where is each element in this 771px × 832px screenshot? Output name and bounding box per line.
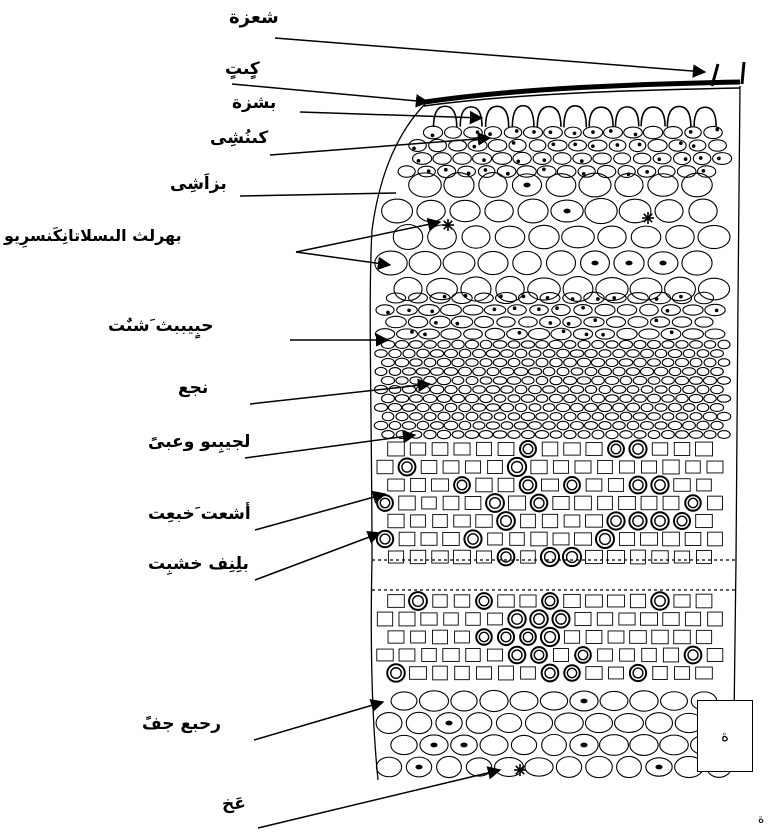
label-starch-sheath: حبٍيببث َشىٌت <box>108 318 213 335</box>
figure-letter-box: ة <box>697 700 753 772</box>
label-calcium-oxalate-crystals: بهرلث الىسلاتانِكَنسرِيو <box>4 228 182 244</box>
cell-pattern <box>374 106 733 778</box>
label-epidermis: بشزة <box>232 95 276 112</box>
label-pith: عَخ <box>222 796 246 813</box>
stray-character: ة <box>758 812 764 826</box>
label-cuticle: كٍىتٍ <box>225 61 260 78</box>
label-outer-hair: شعزة <box>229 9 279 27</box>
label-xylem-vessels: بلِنِف خشبِت <box>148 556 249 573</box>
label-phloem: نجع <box>178 380 208 397</box>
label-cambium: لجيبِىو وعبىً <box>148 434 250 451</box>
label-parenchyma: بزاَشِى <box>170 176 227 193</box>
label-pith-parenchyma: رحبع جفً <box>142 716 221 733</box>
label-collenchyma: كىنُشِى <box>210 130 268 147</box>
label-medullary-rays: أشعت َخبعِت <box>148 506 251 523</box>
